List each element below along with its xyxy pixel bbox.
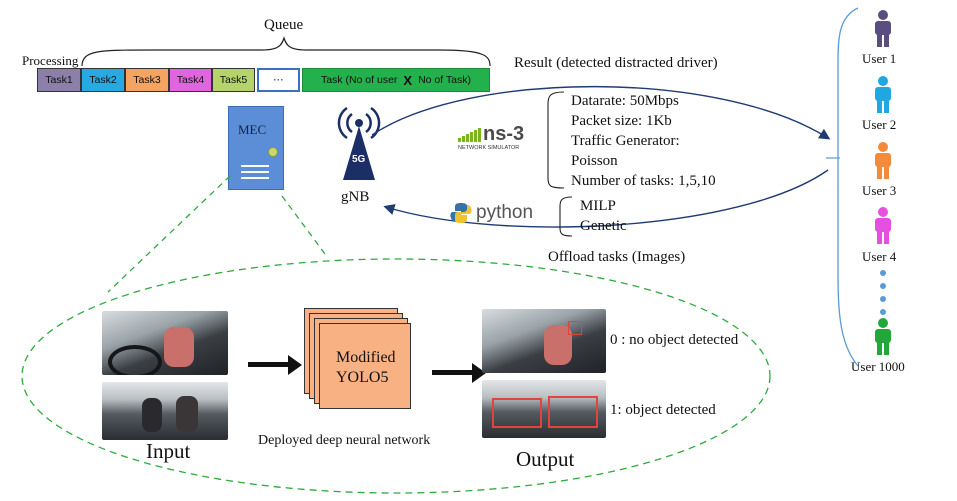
task-2: Task2 (81, 68, 125, 92)
task-2-label: Task2 (89, 74, 117, 86)
offload-label: Offload tasks (Images) (548, 249, 686, 265)
result-label: Result (detected distracted driver) (514, 55, 718, 71)
output-image-2-box-b (548, 396, 598, 428)
user-1-icon (875, 10, 891, 47)
user-4-label: User 4 (862, 249, 897, 264)
model-box: Modified YOLO5 (319, 323, 411, 409)
task-aggregate-label-a: Task (No of user (320, 74, 398, 86)
user-1000-icon (875, 318, 891, 355)
ns3-param-3: Traffic Generator: (571, 133, 680, 149)
mec-label: MEC (238, 122, 267, 137)
result-0-label: 0 : no object detected (610, 332, 739, 348)
task-4-label: Task4 (176, 74, 205, 86)
ns3-logo-text: ns-3 (483, 123, 525, 145)
ns3-param-1: Datarate: 50Mbps (571, 93, 679, 109)
result-arrow (371, 85, 831, 140)
task-ellipsis-label: ··· (273, 74, 284, 86)
output-image-1-box (568, 321, 582, 335)
output-image-2 (482, 380, 606, 438)
task-5-label: Task5 (219, 74, 248, 86)
user-2-label: User 2 (862, 117, 897, 132)
user-2-icon (875, 76, 891, 113)
ns3-param-2: Packet size: 1Kb (571, 113, 672, 129)
input-image-2 (102, 382, 228, 440)
task-5: Task5 (212, 68, 255, 92)
input-image-1 (102, 311, 228, 375)
gnb-label: gNB (341, 189, 370, 205)
task-1: Task1 (37, 68, 81, 92)
user-3-label: User 3 (862, 183, 897, 198)
input-arrow (248, 355, 302, 375)
output-image-2-box-a (492, 398, 542, 428)
mec-status-led (268, 147, 278, 157)
users-bracket (837, 7, 859, 367)
output-label: Output (516, 447, 575, 471)
task-3: Task3 (125, 68, 169, 92)
offload-arrow (383, 169, 829, 228)
ns3-bracket (547, 91, 565, 189)
task-4: Task4 (169, 68, 212, 92)
output-image-1-driver (544, 325, 572, 365)
input-image-1-wheel (108, 345, 162, 375)
user-1000-label: User 1000 (851, 359, 905, 374)
ns3-param-5: Number of tasks: 1,5,10 (571, 173, 716, 189)
task-aggregate: Task (No of user X No of Task) (302, 68, 490, 92)
mec-vent-1 (241, 165, 269, 167)
python-method-1: MILP (580, 198, 616, 214)
ns3-param-4: Poisson (571, 153, 618, 169)
task-1-label: Task1 (45, 74, 73, 86)
task-3-label: Task3 (133, 74, 161, 86)
model-label-2: YOLO5 (336, 369, 389, 386)
user-4-icon (875, 207, 891, 244)
processing-label: Processing (22, 53, 79, 68)
input-image-1-driver (164, 327, 194, 367)
output-arrow (432, 363, 486, 383)
queue-title: Queue (264, 17, 304, 33)
python-snake-icon (450, 203, 472, 223)
gnb-badge: 5G (352, 154, 366, 165)
user-1-label: User 1 (862, 51, 897, 66)
model-label-1: Modified (336, 349, 396, 366)
input-label: Input (146, 439, 191, 463)
gnb-antenna-icon (337, 106, 381, 180)
ns3-logo-sub: NETWORK SIMULATOR (458, 145, 520, 151)
mec-server: MEC (228, 106, 284, 190)
ns3-logo: ns-3 NETWORK SIMULATOR (458, 123, 540, 154)
output-image-1 (482, 309, 606, 373)
task-aggregate-x: X (403, 72, 413, 88)
task-ellipsis: ··· (257, 68, 300, 92)
python-logo-text: python (476, 202, 534, 223)
users-ellipsis-dots (880, 270, 886, 315)
result-1-label: 1: object detected (610, 402, 716, 418)
python-bracket (559, 196, 573, 237)
ns3-bars-icon (458, 128, 481, 142)
mec-vent-3 (241, 177, 269, 179)
input-image-2-person-b (176, 396, 198, 432)
user-3-icon (875, 142, 891, 179)
model-caption: Deployed deep neural network (258, 433, 431, 448)
task-aggregate-label-b: No of Task) (418, 74, 472, 86)
python-method-2: Genetic (580, 218, 627, 234)
mec-vent-2 (241, 171, 269, 173)
python-logo: python (450, 200, 546, 226)
input-image-2-person-a (142, 398, 162, 432)
